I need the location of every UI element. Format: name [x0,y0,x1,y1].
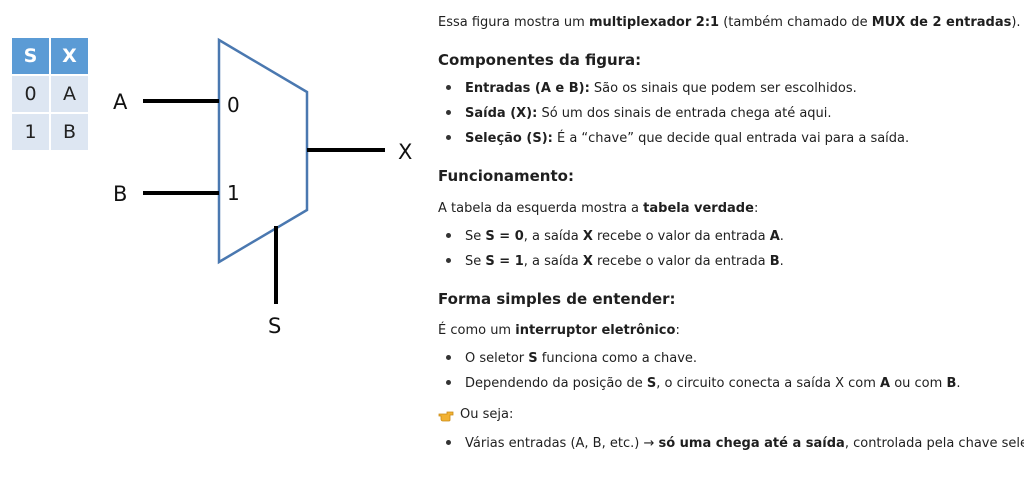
label-input-0: 0 [227,93,240,117]
label-s: S [268,314,281,338]
label-input-1: 1 [227,181,240,205]
label-a: A [113,90,128,114]
list-item: Saída (X): Só um dos sinais de entrada c… [446,105,832,123]
heading-forma-simples: Forma simples de entender: [438,290,676,308]
truth-table-cell: 0 [12,75,51,114]
truth-table-cell: 1 [12,113,51,152]
truth-table-header: S X [12,38,88,76]
ou-seja-line: Ou seja: [438,406,513,424]
heading-componentes: Componentes da figura: [438,51,642,69]
intro-text: Essa figura mostra um multiplexador 2:1 … [438,15,1021,30]
list-item: Várias entradas (A, B, etc.) → só uma ch… [446,435,1024,453]
list-item: O seletor S funciona como a chave. [446,350,697,368]
list-item: Entradas (A e B): São os sinais que pode… [446,80,857,98]
mux-body [217,37,309,265]
truth-table-cell: B [50,113,88,152]
pointing-hand-icon [438,411,454,421]
paragraph: É como um interruptor eletrônico: [438,323,680,338]
list-item: Dependendo da posição de S, o circuito c… [446,375,961,393]
label-b: B [113,182,127,206]
truth-table-header-x: X [50,38,88,76]
list-item: Se S = 1, a saída X recebe o valor da en… [446,253,784,271]
list-item: Seleção (S): É a “chave” que decide qual… [446,130,909,148]
truth-table: S X 0 A 1 B [12,38,88,152]
mux-diagram: A B 0 1 X S [113,37,412,338]
label-x: X [398,140,412,164]
paragraph: A tabela da esquerda mostra a tabela ver… [438,201,759,216]
truth-table-cell: A [50,75,88,114]
truth-table-row: 1 B [12,113,88,152]
heading-funcionamento: Funcionamento: [438,167,574,185]
truth-table-header-s: S [12,38,51,76]
list-item: Se S = 0, a saída X recebe o valor da en… [446,228,784,246]
truth-table-row: 0 A [12,75,88,114]
